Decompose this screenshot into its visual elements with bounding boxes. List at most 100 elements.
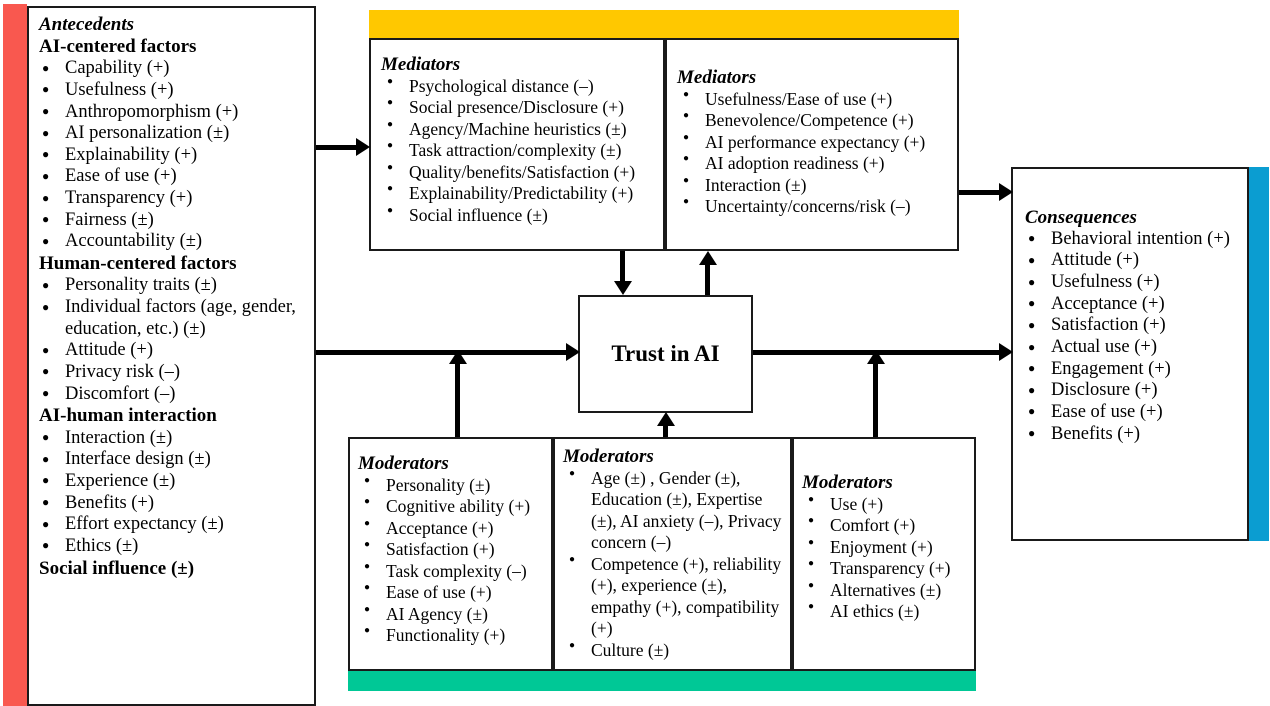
list-item: Effort expectancy (±) [39, 514, 308, 536]
list-item: Capability (+) [39, 58, 308, 80]
moderators-center-title: Moderators [563, 446, 654, 467]
list-item: Usefulness (+) [39, 79, 308, 102]
list-item: Quality/benefits/Satisfaction (+) [381, 160, 657, 184]
list-item: Benefits (+) [1025, 423, 1241, 446]
arrowhead-mediators-left-down [614, 281, 632, 295]
antecedents-title: Antecedents [39, 14, 134, 35]
moderators-right-list: Use (+) Comfort (+) Enjoyment (+) Transp… [802, 492, 970, 623]
arrowhead-moderators-right-up [867, 350, 885, 364]
list-item: Uncertainty/concerns/risk (–) [677, 194, 951, 218]
list-item: Interaction (±) [39, 427, 308, 450]
list-item: Transparency (+) [39, 188, 308, 210]
antecedents-group-heading-ai-centered: AI-centered factors [39, 35, 197, 57]
list-item: Benefits (+) [39, 492, 308, 515]
list-item: Ease of use (+) [358, 580, 547, 604]
mediators-right-box: Mediators Usefulness/Ease of use (+) Ben… [665, 38, 959, 251]
list-item: Use (+) [802, 492, 970, 516]
mediators-right-list: Usefulness/Ease of use (+) Benevolence/C… [677, 87, 951, 218]
list-item: Interaction (±) [677, 173, 951, 197]
moderators-right-title: Moderators [802, 472, 893, 493]
antecedents-list-ai-human-interaction: Interaction (±) Interface design (±) Exp… [39, 427, 308, 558]
mediators-right-title: Mediators [677, 67, 757, 88]
moderators-left-title: Moderators [358, 453, 449, 474]
trust-in-ai-box: Trust in AI [578, 295, 753, 413]
antecedents-box: Antecedents AI-centered factors Capabili… [27, 6, 316, 706]
list-item: Experience (±) [39, 470, 308, 493]
moderators-left-box: Moderators Personality (±) Cognitive abi… [348, 437, 553, 671]
accent-bar-red [3, 4, 27, 706]
connector-moderators-center-to-trust [663, 424, 668, 437]
moderators-left-list: Personality (±) Cognitive ability (+) Ac… [358, 473, 547, 647]
list-item: Behavioral intention (+) [1025, 228, 1241, 251]
mediators-left-list: Psychological distance (–) Social presen… [381, 74, 657, 227]
list-item: Ease of use (+) [39, 166, 308, 188]
connector-trust-to-mediators-right [705, 262, 710, 295]
list-item: Interface design (±) [39, 449, 308, 471]
list-item: Discomfort (–) [39, 383, 308, 406]
list-item: Functionality (+) [358, 623, 547, 647]
list-item: Social influence (±) [381, 203, 657, 227]
accent-bar-green [348, 671, 976, 691]
list-item: Culture (±) [563, 638, 784, 662]
list-item: Acceptance (+) [1025, 293, 1241, 316]
connector-antecedents-to-trust [316, 350, 568, 355]
list-item: Explainability/Predictability (+) [381, 181, 657, 205]
moderators-center-list: Age (±) , Gender (±), Education (±), Exp… [563, 466, 784, 662]
list-item: Age (±) , Gender (±), Education (±), Exp… [563, 466, 784, 554]
accent-bar-blue [1249, 167, 1269, 541]
list-item: Actual use (+) [1025, 337, 1241, 359]
connector-mediators-left-to-trust [620, 251, 625, 283]
antecedents-footer-social-influence: Social influence (±) [39, 557, 195, 579]
list-item: Explainability (+) [39, 144, 308, 167]
list-item: AI performance expectancy (+) [677, 130, 951, 154]
mediators-left-box: Mediators Psychological distance (–) Soc… [369, 38, 665, 251]
list-item: Task complexity (–) [358, 559, 547, 583]
arrowhead-moderators-center-up [657, 412, 675, 426]
list-item: Attitude (+) [1025, 250, 1241, 272]
list-item: Acceptance (+) [358, 516, 547, 540]
list-item: Personality traits (±) [39, 275, 308, 297]
list-item: Alternatives (±) [802, 578, 970, 602]
trust-in-ai-label: Trust in AI [611, 341, 720, 366]
list-item: Agency/Machine heuristics (±) [381, 117, 657, 141]
antecedents-list-ai-centered: Capability (+) Usefulness (+) Anthropomo… [39, 58, 308, 253]
antecedents-group-heading-human-centered: Human-centered factors [39, 253, 237, 275]
list-item: Usefulness (+) [1025, 272, 1241, 294]
arrowhead-moderators-left-up [449, 350, 467, 364]
list-item: Enjoyment (+) [802, 535, 970, 559]
arrowhead-mediators-right-to-consequences [999, 183, 1013, 201]
list-item: AI Agency (±) [358, 602, 547, 626]
list-item: Fairness (±) [39, 209, 308, 232]
list-item: Comfort (+) [802, 513, 970, 537]
list-item: Task attraction/complexity (±) [381, 138, 657, 162]
list-item: Social presence/Disclosure (+) [381, 95, 657, 119]
arrowhead-antecedents-to-trust [566, 343, 580, 361]
list-item: Ethics (±) [39, 535, 308, 558]
consequences-box: Consequences Behavioral intention (+) At… [1011, 167, 1249, 541]
list-item: Engagement (+) [1025, 358, 1241, 381]
list-item: Personality (±) [358, 473, 547, 497]
list-item: AI ethics (±) [802, 599, 970, 623]
arrowhead-trust-to-mediators-right-up [699, 251, 717, 265]
arrowhead-trust-to-consequences [999, 343, 1013, 361]
list-item: Disclosure (+) [1025, 380, 1241, 402]
list-item: Anthropomorphism (+) [39, 101, 308, 124]
list-item: Accountability (±) [39, 231, 308, 253]
connector-mediators-right-to-consequences [959, 190, 1001, 195]
list-item: Competence (+), reliability (+), experie… [563, 552, 784, 640]
list-item: Benevolence/Competence (+) [677, 108, 951, 132]
list-item: Privacy risk (–) [39, 361, 308, 384]
antecedents-list-human-centered: Personality traits (±) Individual factor… [39, 275, 308, 405]
list-item: Individual factors (age, gender, educati… [39, 297, 308, 340]
list-item: Usefulness/Ease of use (+) [677, 87, 951, 111]
connector-moderators-left-to-trust-path [455, 356, 460, 437]
list-item: Attitude (+) [39, 340, 308, 362]
list-item: AI adoption readiness (+) [677, 151, 951, 175]
accent-bar-yellow [369, 10, 959, 38]
list-item: Satisfaction (+) [358, 537, 547, 561]
list-item: Satisfaction (+) [1025, 315, 1241, 337]
connector-moderators-right-to-consequences-path [873, 356, 878, 437]
moderators-right-box: Moderators Use (+) Comfort (+) Enjoyment… [792, 437, 976, 671]
consequences-title: Consequences [1025, 207, 1137, 228]
